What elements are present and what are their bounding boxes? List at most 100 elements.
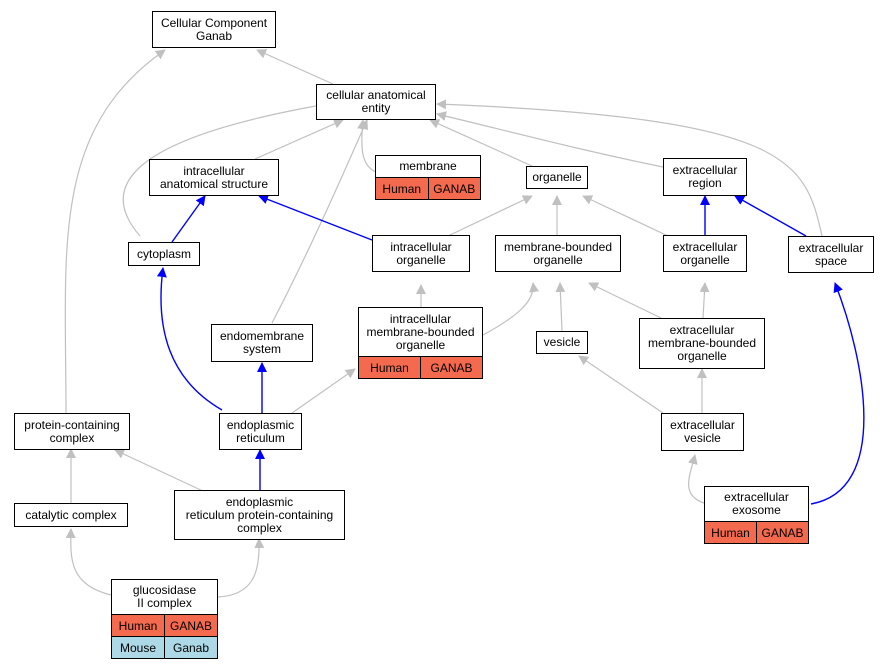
edge-cytoplasm-part-of-ias [171,195,206,243]
node-label-line: catalytic complex [25,507,117,522]
edge-intracellular-organelle-to-organelle [447,195,533,237]
edge-pcc-to-root [64,49,166,414]
edge-imbo-to-mbo [482,282,540,336]
gene-cell: GANAB [164,615,217,636]
node-label-line: membrane-bounded [647,336,757,350]
node-label-line: extracellular [670,418,735,432]
node-label-line: cellular anatomical [326,88,426,102]
node-label-line: Cellular Component [160,15,268,30]
node-label-line: endomembrane [219,329,305,343]
node-vesicle[interactable]: vesicle [536,331,588,354]
node-label-line: Ganab [195,28,233,43]
species-cell: Human [376,178,428,199]
node-label-line: complex [237,520,282,535]
edge-cae-to-root [256,49,334,85]
annotation-row-human: Human GANAB [705,521,808,543]
edge-ecregion-to-cae [436,111,664,168]
node-label-line: organelle [677,349,727,363]
node-label-line: intracellular [183,163,245,178]
species-cell: Human [112,615,164,636]
edge-er-to-imbo [291,368,356,414]
edge-exosome-to-ecvesicle [687,454,705,504]
gene-cell: Ganab [164,637,217,658]
node-label-line: organelle [680,252,730,267]
node-label-line: membrane-bounded [366,324,475,339]
species-cell: Human [705,522,756,543]
node-label-line: vesicle [684,431,721,445]
node-label-line: intracellular [390,239,452,254]
edge-glucosidase-to-erpcc [217,538,265,598]
node-label-line: protein-containing [24,417,120,432]
node-label-line: complex [49,430,95,445]
edge-organelle-to-cae [429,119,533,167]
node-label-line: extracellular [672,163,738,177]
node-label-line: exosome [732,503,781,517]
node-label-line: reticulum [236,430,285,445]
edge-ec-organelle-to-organelle [582,195,669,237]
annotation-row-human: Human GANAB [359,356,482,378]
node-label-line: organelle [533,252,583,267]
node-label-line: extracellular [669,323,735,337]
edge-io-part-of-ias [258,194,373,241]
edge-vesicle-to-mbo [555,282,566,332]
node-label-line: organelle [395,337,446,352]
gene-cell: GANAB [420,357,482,378]
edge-ecspace-to-cae [436,99,823,237]
node-label-line: organelle [396,252,446,267]
annotation-row-mouse: Mouse Ganab [112,636,217,658]
edge-ecvesicle-to-vesicle [578,355,664,414]
node-label-line: system [242,342,281,356]
node-label-line: intracellular [389,311,452,326]
edge-glucosidase-to-catalytic [65,528,112,596]
node-cytoplasm[interactable]: cytoplasm [128,242,200,266]
node-label-line: reticulum protein-containing [185,507,334,522]
node-membrane[interactable]: membrane Human GANAB [375,155,481,200]
node-catalytic-complex[interactable]: catalytic complex [14,503,128,527]
annotation-row-human: Human GANAB [376,177,480,199]
gene-cell: GANAB [756,522,808,543]
node-label-line: glucosidase [132,583,197,597]
edge-ias-to-cae [254,119,344,160]
annotation-row-human: Human GANAB [112,614,217,636]
node-label-line: endoplasmic [226,417,295,432]
species-cell: Mouse [112,637,164,658]
node-label-line: entity [361,101,391,115]
node-label-line: anatomical structure [159,176,269,191]
node-label-line: space [814,253,848,268]
node-label-line: organelle [532,170,582,184]
edge-embo-to-mbo [588,282,664,320]
node-label-line: membrane-bounded [503,239,613,254]
node-organelle[interactable]: organelle [526,166,588,189]
edge-cytoplasm-to-cae [122,100,328,237]
node-label-line: extracellular [672,239,738,254]
node-label-line: endoplasmic [225,494,294,509]
edge-exosome-part-of-ecspace [810,282,865,505]
edge-embo-to-ec-organelle [699,282,710,319]
gene-cell: GANAB [427,178,480,199]
edge-ecspace-part-of-ecregion [734,195,807,237]
edge-erpcc-to-pcc [114,449,206,493]
edge-endomembrane-to-cae [271,119,368,324]
node-label-line: cytoplasm [136,246,192,261]
node-label-line: region [688,176,722,190]
node-label-line: vesicle [543,335,581,349]
